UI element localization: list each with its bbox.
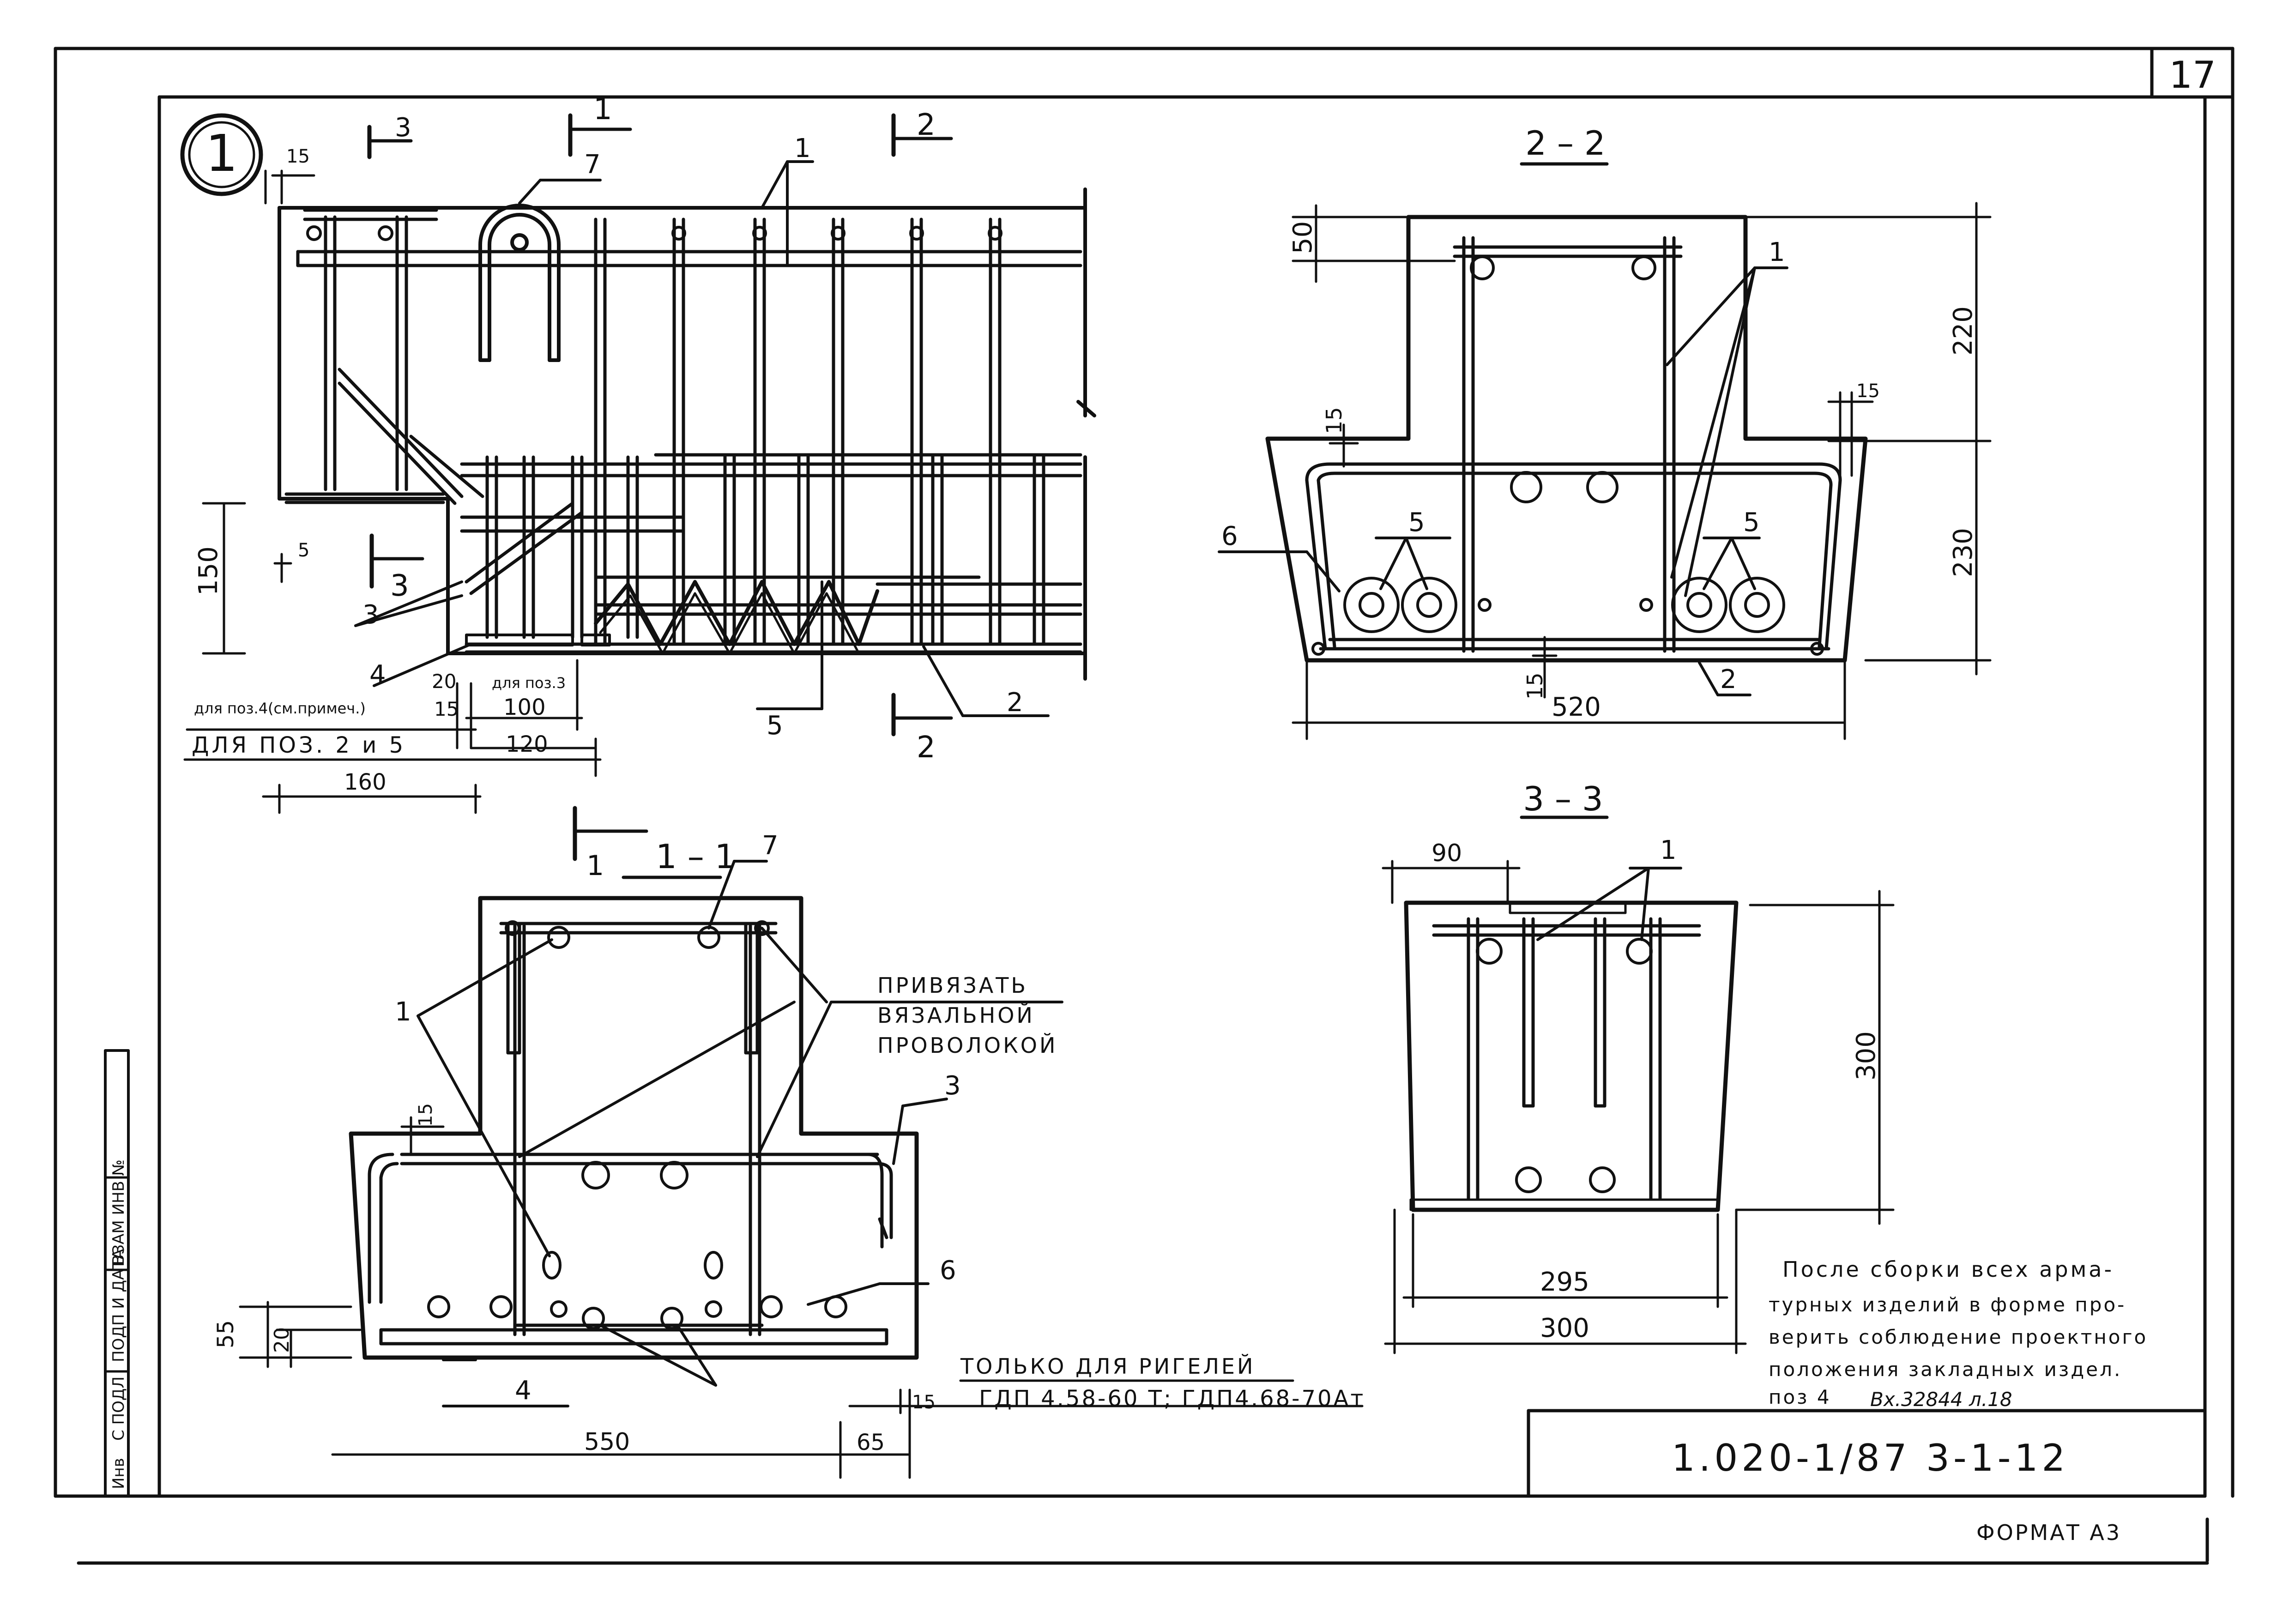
title-block: 1.020-1/87 3-1-12 ФОРМАТ А3 xyxy=(1527,1409,2207,1545)
main-dim-15-b: 15 xyxy=(434,698,459,720)
s22-pos-6: 6 xyxy=(1221,521,1238,551)
s33-dim-90: 90 xyxy=(1431,839,1462,867)
note-line-2: турных изделий в форме про- xyxy=(1769,1293,2126,1316)
note-ref: Вх.32844 л.18 xyxy=(1870,1388,2012,1411)
stamp-vzam: ВЗАМ ИНВ № xyxy=(109,1159,128,1265)
main-dim-160: 160 xyxy=(344,769,387,795)
svg-text:2: 2 xyxy=(917,730,936,765)
node-number: 1 xyxy=(205,124,238,183)
main-leaders xyxy=(354,160,1050,717)
section-mark-3-top: 3 xyxy=(367,113,413,159)
s11-dim-15: 15 xyxy=(415,1103,436,1127)
s11-pos-7: 7 xyxy=(762,831,779,861)
main-dim-150: 150 xyxy=(193,546,223,596)
s11-pos-4: 4 xyxy=(515,1376,531,1406)
tie-note-1: ПРИВЯЗАТЬ xyxy=(877,973,1028,998)
note-line-5: поз 4 xyxy=(1769,1386,1831,1408)
s11-pos-1: 1 xyxy=(395,997,411,1027)
bar-sections xyxy=(306,225,1003,241)
u-bar-pos7 xyxy=(478,204,561,362)
s22-dim-520: 520 xyxy=(1552,692,1601,722)
stamp-podl: С ПОДЛ xyxy=(109,1376,128,1441)
s22-dim-15-right: 15 xyxy=(1856,380,1880,402)
note-pos4: для поз.4(см.примеч.) xyxy=(194,700,366,717)
svg-text:2: 2 xyxy=(917,108,936,142)
main-dim-15-top: 15 xyxy=(286,146,310,167)
note-pos25: ДЛЯ ПОЗ. 2 и 5 xyxy=(192,732,406,758)
main-view: 1 3 1 2 3 2 xyxy=(180,92,1096,814)
s22-dim-50: 50 xyxy=(1288,221,1318,254)
tie-note-3: ПРОВОЛОКОЙ xyxy=(877,1033,1057,1058)
sheet-number-box: 17 xyxy=(2150,47,2235,99)
s22-pos-5b: 5 xyxy=(1743,507,1760,537)
svg-text:3: 3 xyxy=(390,569,409,603)
svg-text:1: 1 xyxy=(593,92,612,127)
svg-text:3: 3 xyxy=(395,113,411,143)
main-pos-3: 3 xyxy=(362,600,379,630)
s22-pos-2: 2 xyxy=(1720,664,1737,694)
main-dim-120: 120 xyxy=(506,731,548,757)
main-dim-5: 5 xyxy=(298,540,309,561)
embedded-plate-pos4 xyxy=(465,634,611,646)
section-2-2: 2 – 2 xyxy=(1218,124,1992,740)
s22-pos-5a: 5 xyxy=(1408,507,1425,537)
section-mark-1-top: 1 xyxy=(568,92,632,157)
s33-dim-300-v: 300 xyxy=(1851,1031,1881,1081)
note-pos3: для поз.3 xyxy=(492,674,566,692)
main-pos-5: 5 xyxy=(767,711,783,741)
section-mark-2-bottom: 2 xyxy=(891,693,953,765)
diagonal-bars xyxy=(338,368,584,595)
s11-dim-20: 20 xyxy=(270,1327,294,1353)
tie-note-2: ВЯЗАЛЬНОЙ xyxy=(877,1003,1035,1028)
s33-dim-295: 295 xyxy=(1540,1267,1589,1297)
section-mark-1-s11: 1 xyxy=(573,806,648,882)
only-note-2: ГДП 4.58-60 Т; ГДП4.68-70Ат xyxy=(979,1386,1365,1412)
main-dim-20: 20 xyxy=(432,670,456,693)
s22-dim-15-bottom: 15 xyxy=(1522,672,1547,700)
section-3-3: 3 – 3 xyxy=(1382,779,1895,1354)
general-note: После сборки всех арма- турных изделий в… xyxy=(1769,1257,2148,1411)
stamp-inv: Инв xyxy=(109,1458,128,1489)
sheet-number: 17 xyxy=(2169,54,2216,97)
s22-dim-220: 220 xyxy=(1948,306,1978,356)
main-pos-7: 7 xyxy=(584,150,601,180)
drawing-code: 1.020-1/87 3-1-12 xyxy=(1672,1437,2069,1479)
s11-dim-15-b: 15 xyxy=(912,1392,936,1413)
main-pos-4: 4 xyxy=(369,660,386,690)
section-3-3-title: 3 – 3 xyxy=(1523,779,1603,818)
section-1-1: 1 1 – 1 xyxy=(213,806,1365,1479)
s11-pos-3: 3 xyxy=(944,1071,961,1101)
section-mark-2-top: 2 xyxy=(891,108,953,157)
section-mark-3-mid: 3 xyxy=(369,533,424,603)
stirrups xyxy=(324,215,1045,646)
note-line-1: После сборки всех арма- xyxy=(1782,1257,2114,1282)
stamp-podp: ПОДП И ДАТА xyxy=(109,1249,128,1362)
main-pos-1: 1 xyxy=(794,133,811,163)
s22-dim-15-left: 15 xyxy=(1322,407,1347,434)
section-2-2-title: 2 – 2 xyxy=(1525,124,1605,163)
format-label: ФОРМАТ А3 xyxy=(1976,1520,2121,1545)
only-note-1: ТОЛЬКО ДЛЯ РИГЕЛЕЙ xyxy=(960,1354,1255,1379)
s22-pos-1: 1 xyxy=(1769,237,1785,267)
section-1-1-title: 1 – 1 xyxy=(656,837,736,876)
s33-dim-300: 300 xyxy=(1540,1313,1589,1343)
main-pos-2: 2 xyxy=(1007,688,1023,718)
sheet-frame xyxy=(54,47,2235,1565)
s22-dim-230: 230 xyxy=(1948,528,1978,577)
s11-dim-55: 55 xyxy=(213,1320,239,1348)
main-dimensions xyxy=(183,169,602,814)
note-line-4: положения закладных издел. xyxy=(1769,1358,2122,1381)
svg-text:1: 1 xyxy=(586,850,604,882)
s11-dim-65: 65 xyxy=(857,1430,885,1455)
side-stamp: Инв С ПОДЛ ПОДП И ДАТА ВЗАМ ИНВ № xyxy=(104,1049,130,1497)
zigzag-bar-pos5 xyxy=(594,580,879,655)
note-line-3: верить соблюдение проектного xyxy=(1769,1326,2148,1348)
s11-pos-6: 6 xyxy=(940,1256,956,1286)
s11-dim-550: 550 xyxy=(584,1428,630,1456)
main-dim-100: 100 xyxy=(503,694,546,720)
node-marker: 1 xyxy=(180,113,263,196)
s33-pos-1: 1 xyxy=(1660,835,1677,865)
